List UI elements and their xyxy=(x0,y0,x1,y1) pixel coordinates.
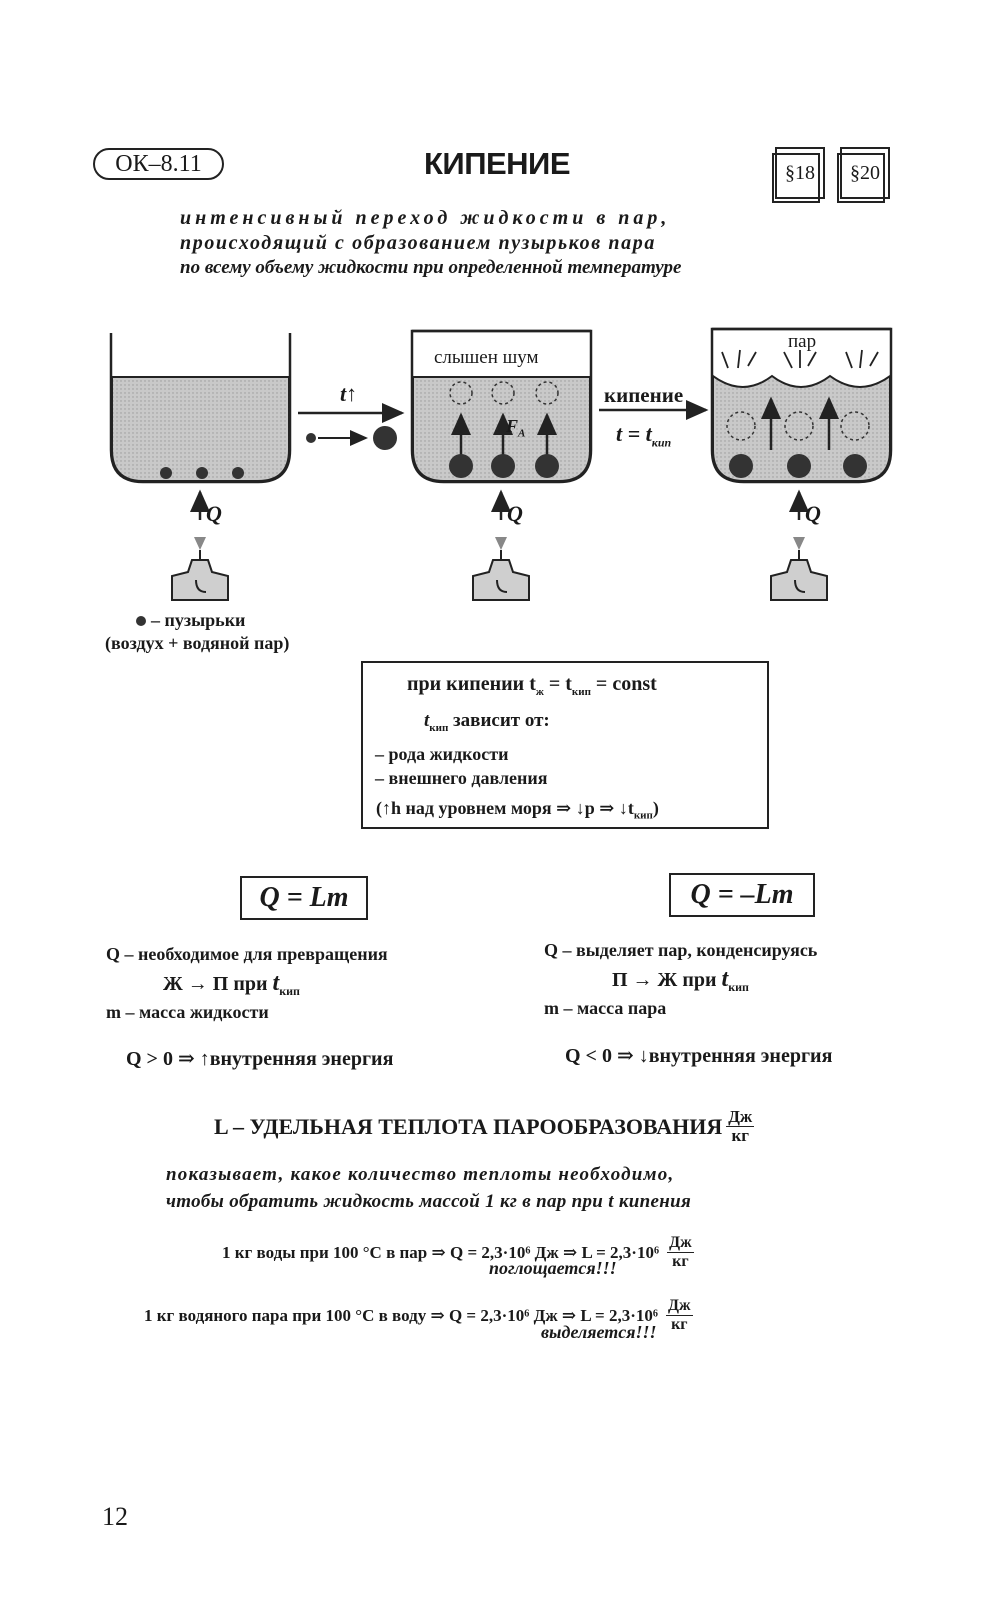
example-steam-to-water: 1 кг водяного пара при 100 °С в воду ⇒ Q… xyxy=(144,1297,693,1333)
boiling-arrow-label: кипение xyxy=(604,383,684,407)
legend-bubbles-composition: (воздух + водяной пар) xyxy=(105,633,290,653)
formula-vaporization: Q = Lm xyxy=(240,876,368,920)
left-desc-transition: Ж → П при tкип xyxy=(163,970,300,998)
lesson-code-badge: ОК–8.11 xyxy=(93,148,224,180)
boiling-info-box xyxy=(361,661,769,829)
example-water-to-steam: 1 кг воды при 100 °С в пар ⇒ Q = 2,3·10⁶… xyxy=(222,1234,694,1270)
legend-bubbles: – пузырьки xyxy=(151,610,246,630)
latent-heat-meaning-2: чтобы обратить жидкость массой 1 кг в па… xyxy=(166,1191,692,1212)
right-desc-transition: П → Ж при tкип xyxy=(612,966,749,994)
info-external-pressure: – внешнего давления xyxy=(375,768,548,788)
info-const-temp: при кипении tж = tкип = const xyxy=(407,673,657,698)
formula-condensation: Q = –Lm xyxy=(669,873,815,917)
left-desc-mass: m – масса жидкости xyxy=(106,1002,269,1022)
boiling-temperature-label: t = tкип xyxy=(616,421,672,450)
burners xyxy=(171,489,828,601)
right-desc-q: Q – выделяет пар, конденсируясь xyxy=(544,940,818,960)
example-released-note: выделяется!!! xyxy=(541,1322,657,1342)
heat-label-1: Q xyxy=(206,501,222,526)
latent-heat-meaning-1: показывает, какое количество теплоты нео… xyxy=(166,1164,675,1185)
page-number: 12 xyxy=(102,1502,128,1531)
steam-label: пар xyxy=(788,331,817,352)
definition-line-1: интенсивный переход жидкости в пар, xyxy=(180,207,671,229)
heat-increase-label: t↑ xyxy=(340,381,358,406)
left-desc-q: Q – необходимое для превращения xyxy=(106,944,388,964)
heat-label-3: Q xyxy=(805,501,821,526)
vessel-boiling xyxy=(710,327,893,484)
boiling-diagram xyxy=(109,327,893,626)
noise-label: слышен шум xyxy=(434,347,539,368)
example-absorbed-note: поглощается!!! xyxy=(489,1258,617,1278)
buoyancy-force-label: FA xyxy=(506,416,526,440)
heat-label-2: Q xyxy=(507,501,523,526)
vessel-heating xyxy=(109,333,292,484)
right-energy: Q < 0 ⇒ ↓внутренняя энергия xyxy=(565,1045,833,1067)
info-liquid-type: – рода жидкости xyxy=(375,744,509,764)
vessel-pre-boiling xyxy=(410,329,593,484)
info-depends-on: tкип зависит от: xyxy=(424,710,550,734)
definition-line-2: происходящий с образованием пузырьков па… xyxy=(180,232,656,254)
right-desc-mass: m – масса пара xyxy=(544,998,667,1018)
definition-line-3: по всему объему жидкости при определенно… xyxy=(180,257,682,278)
info-altitude-effect: (↑h над уровнем моря ⇒ ↓p ⇒ ↓tкип) xyxy=(376,798,659,822)
left-energy: Q > 0 ⇒ ↑внутренняя энергия xyxy=(126,1048,394,1070)
page-title: КИПЕНИЕ xyxy=(424,146,571,181)
